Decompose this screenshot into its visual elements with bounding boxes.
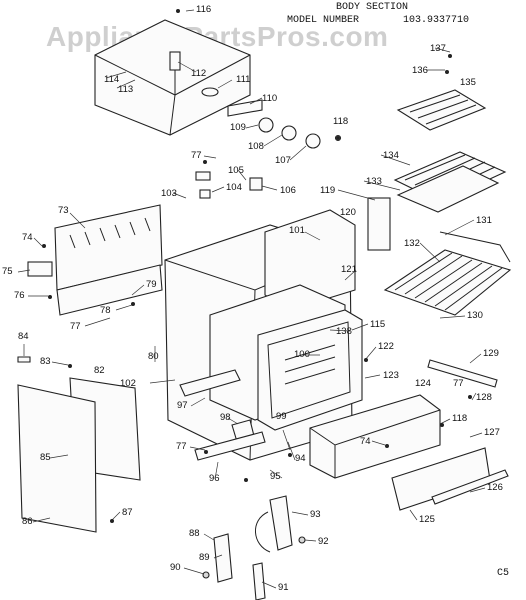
callout-label: 114 [104, 74, 119, 85]
callout-label: 79 [146, 279, 157, 290]
callout-label: 134 [383, 150, 399, 161]
callout-label: 129 [483, 348, 499, 359]
model-number-label: MODEL NUMBER [287, 15, 359, 26]
part-drawings [17, 19, 512, 600]
callout-label: 128 [476, 392, 492, 403]
callout-label: 83 [40, 356, 51, 367]
callout-label: 121 [341, 264, 357, 275]
callout-label: 88 [189, 528, 200, 539]
callout-label: 123 [383, 370, 399, 381]
callout-label: 77 [70, 321, 81, 332]
callout-label: 132 [404, 238, 420, 249]
callout-label: 75 [2, 266, 13, 277]
callout-label: 96 [209, 473, 220, 484]
corner-code: C5 [497, 568, 509, 579]
callout-label: 133 [366, 176, 382, 187]
callout-label: 93 [310, 509, 321, 520]
callout-label: 116 [196, 4, 211, 15]
callout-label: 112 [191, 68, 206, 79]
section-title: BODY SECTION [336, 2, 408, 13]
callout-label: 106 [280, 185, 296, 196]
callout-label: 130 [467, 310, 483, 321]
model-number-value: 103.9337710 [403, 15, 469, 26]
callout-label: 136 [412, 65, 428, 76]
callout-label: 118 [333, 116, 348, 127]
callout-label: 94 [295, 453, 306, 464]
callout-label: 100 [294, 349, 310, 360]
callout-label: 74 [22, 232, 33, 243]
callout-label: 85 [40, 452, 51, 463]
callout-label: 108 [248, 141, 264, 152]
callout-label: 135 [460, 77, 476, 88]
callout-label: 77 [176, 441, 187, 452]
callout-label: 111 [236, 74, 250, 85]
callout-label: 73 [58, 205, 69, 216]
callout-label: 89 [199, 552, 210, 563]
callout-label: 97 [177, 400, 188, 411]
callout-label: 119 [320, 185, 335, 196]
callout-label: 78 [100, 305, 111, 316]
callout-label: 107 [275, 155, 291, 166]
callout-label: 126 [487, 482, 503, 493]
callout-label: 138 [336, 326, 352, 337]
callout-label: 118 [452, 413, 467, 424]
callout-label: 131 [476, 215, 492, 226]
callout-label: 104 [226, 182, 242, 193]
callout-label: 77 [191, 150, 202, 161]
callout-label: 124 [415, 378, 431, 389]
callout-label: 109 [230, 122, 246, 133]
callout-label: 99 [276, 411, 287, 422]
callout-label: 77 [453, 378, 464, 389]
callout-label: 110 [262, 93, 277, 104]
callout-label: 86 [22, 516, 33, 527]
callout-label: 80 [148, 351, 159, 362]
callout-label: 125 [419, 514, 435, 525]
callout-label: 113 [118, 84, 133, 95]
callout-label: 98 [220, 412, 231, 423]
callout-label: 87 [122, 507, 133, 518]
callout-label: 74 [360, 436, 371, 447]
callout-label: 82 [94, 365, 105, 376]
callout-label: 95 [270, 471, 281, 482]
callouts: 116 137 136 135 111 112 113 114 110 109 … [2, 4, 503, 593]
callout-label: 120 [340, 207, 356, 218]
callout-label: 103 [161, 188, 177, 199]
callout-label: 105 [228, 165, 244, 176]
callout-label: 92 [318, 536, 329, 547]
callout-label: 76 [14, 290, 25, 301]
callout-label: 122 [378, 341, 394, 352]
callout-label: 127 [484, 427, 500, 438]
callout-label: 90 [170, 562, 181, 573]
callout-label: 84 [18, 331, 29, 342]
callout-label: 115 [370, 319, 385, 330]
callout-label: 101 [289, 225, 305, 236]
callout-label: 102 [120, 378, 136, 389]
callout-label: 91 [278, 582, 289, 593]
